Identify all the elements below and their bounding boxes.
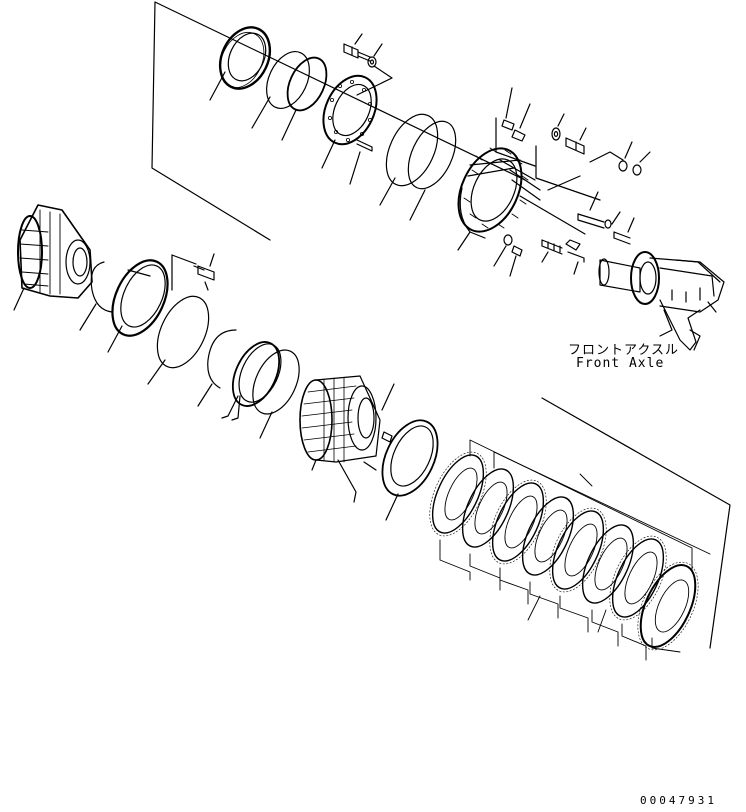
- o-rings-large: [376, 106, 465, 220]
- backup-ring-upper: [280, 51, 334, 140]
- snap-ring-middle: [80, 262, 112, 330]
- bolt-upper: [344, 34, 392, 95]
- front-axle-label-en: Front Axle: [576, 356, 665, 371]
- clutch-disc-pack: [418, 440, 710, 660]
- bearing-cage: [313, 67, 387, 168]
- long-pins-right: [578, 192, 634, 244]
- backup-rings-middle: [222, 335, 308, 438]
- plug-screws: [496, 88, 535, 166]
- small-parts-lower: [494, 196, 585, 276]
- o-ring-upper: [252, 45, 318, 128]
- bolt-middle: [172, 254, 214, 290]
- front-axle-label-jp: フロントアクスル: [568, 343, 679, 358]
- brake-piston-housing: [446, 138, 540, 250]
- o-ring-middle-1: [147, 288, 219, 384]
- washer-bolt-right: [536, 114, 600, 200]
- carrier-housing: [14, 205, 92, 310]
- seal-ring: [210, 19, 279, 100]
- hub-sleeve: [101, 252, 178, 352]
- ring-gear: [300, 376, 394, 502]
- drawing-code: 00047931: [640, 794, 717, 807]
- lower-disc-pack-bracket: [542, 398, 730, 648]
- small-washers-upper-right: [548, 142, 650, 190]
- snap-ring-middle-2: [198, 330, 236, 406]
- pin-upper: [350, 140, 372, 184]
- front-axle-assembly: [599, 252, 724, 350]
- upper-group-bracket: [152, 2, 525, 240]
- thrust-washer: [371, 412, 448, 520]
